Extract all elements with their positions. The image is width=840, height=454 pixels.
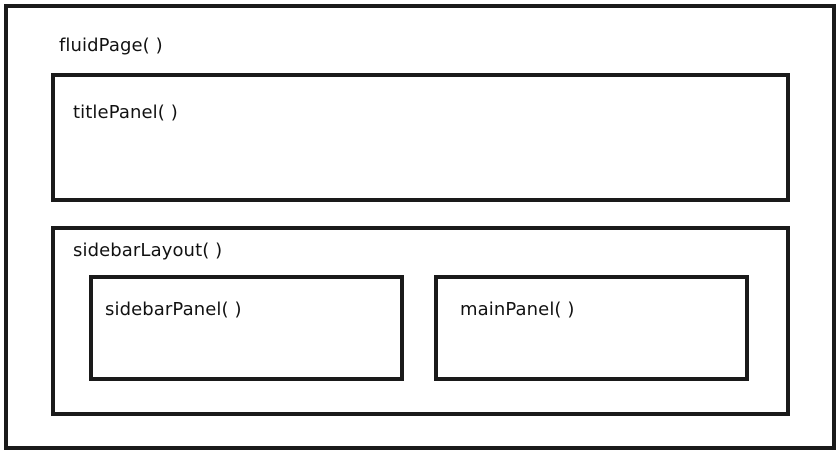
sidebar-panel-label: sidebarPanel( )	[105, 299, 242, 320]
title-panel-box: titlePanel( )	[51, 73, 790, 202]
main-panel-label: mainPanel( )	[460, 299, 575, 320]
main-panel-box: mainPanel( )	[434, 275, 749, 381]
sidebar-layout-label: sidebarLayout( )	[73, 240, 223, 261]
fluid-page-label: fluidPage( )	[59, 35, 163, 56]
title-panel-label: titlePanel( )	[73, 102, 178, 123]
sidebar-panel-box: sidebarPanel( )	[89, 275, 404, 381]
